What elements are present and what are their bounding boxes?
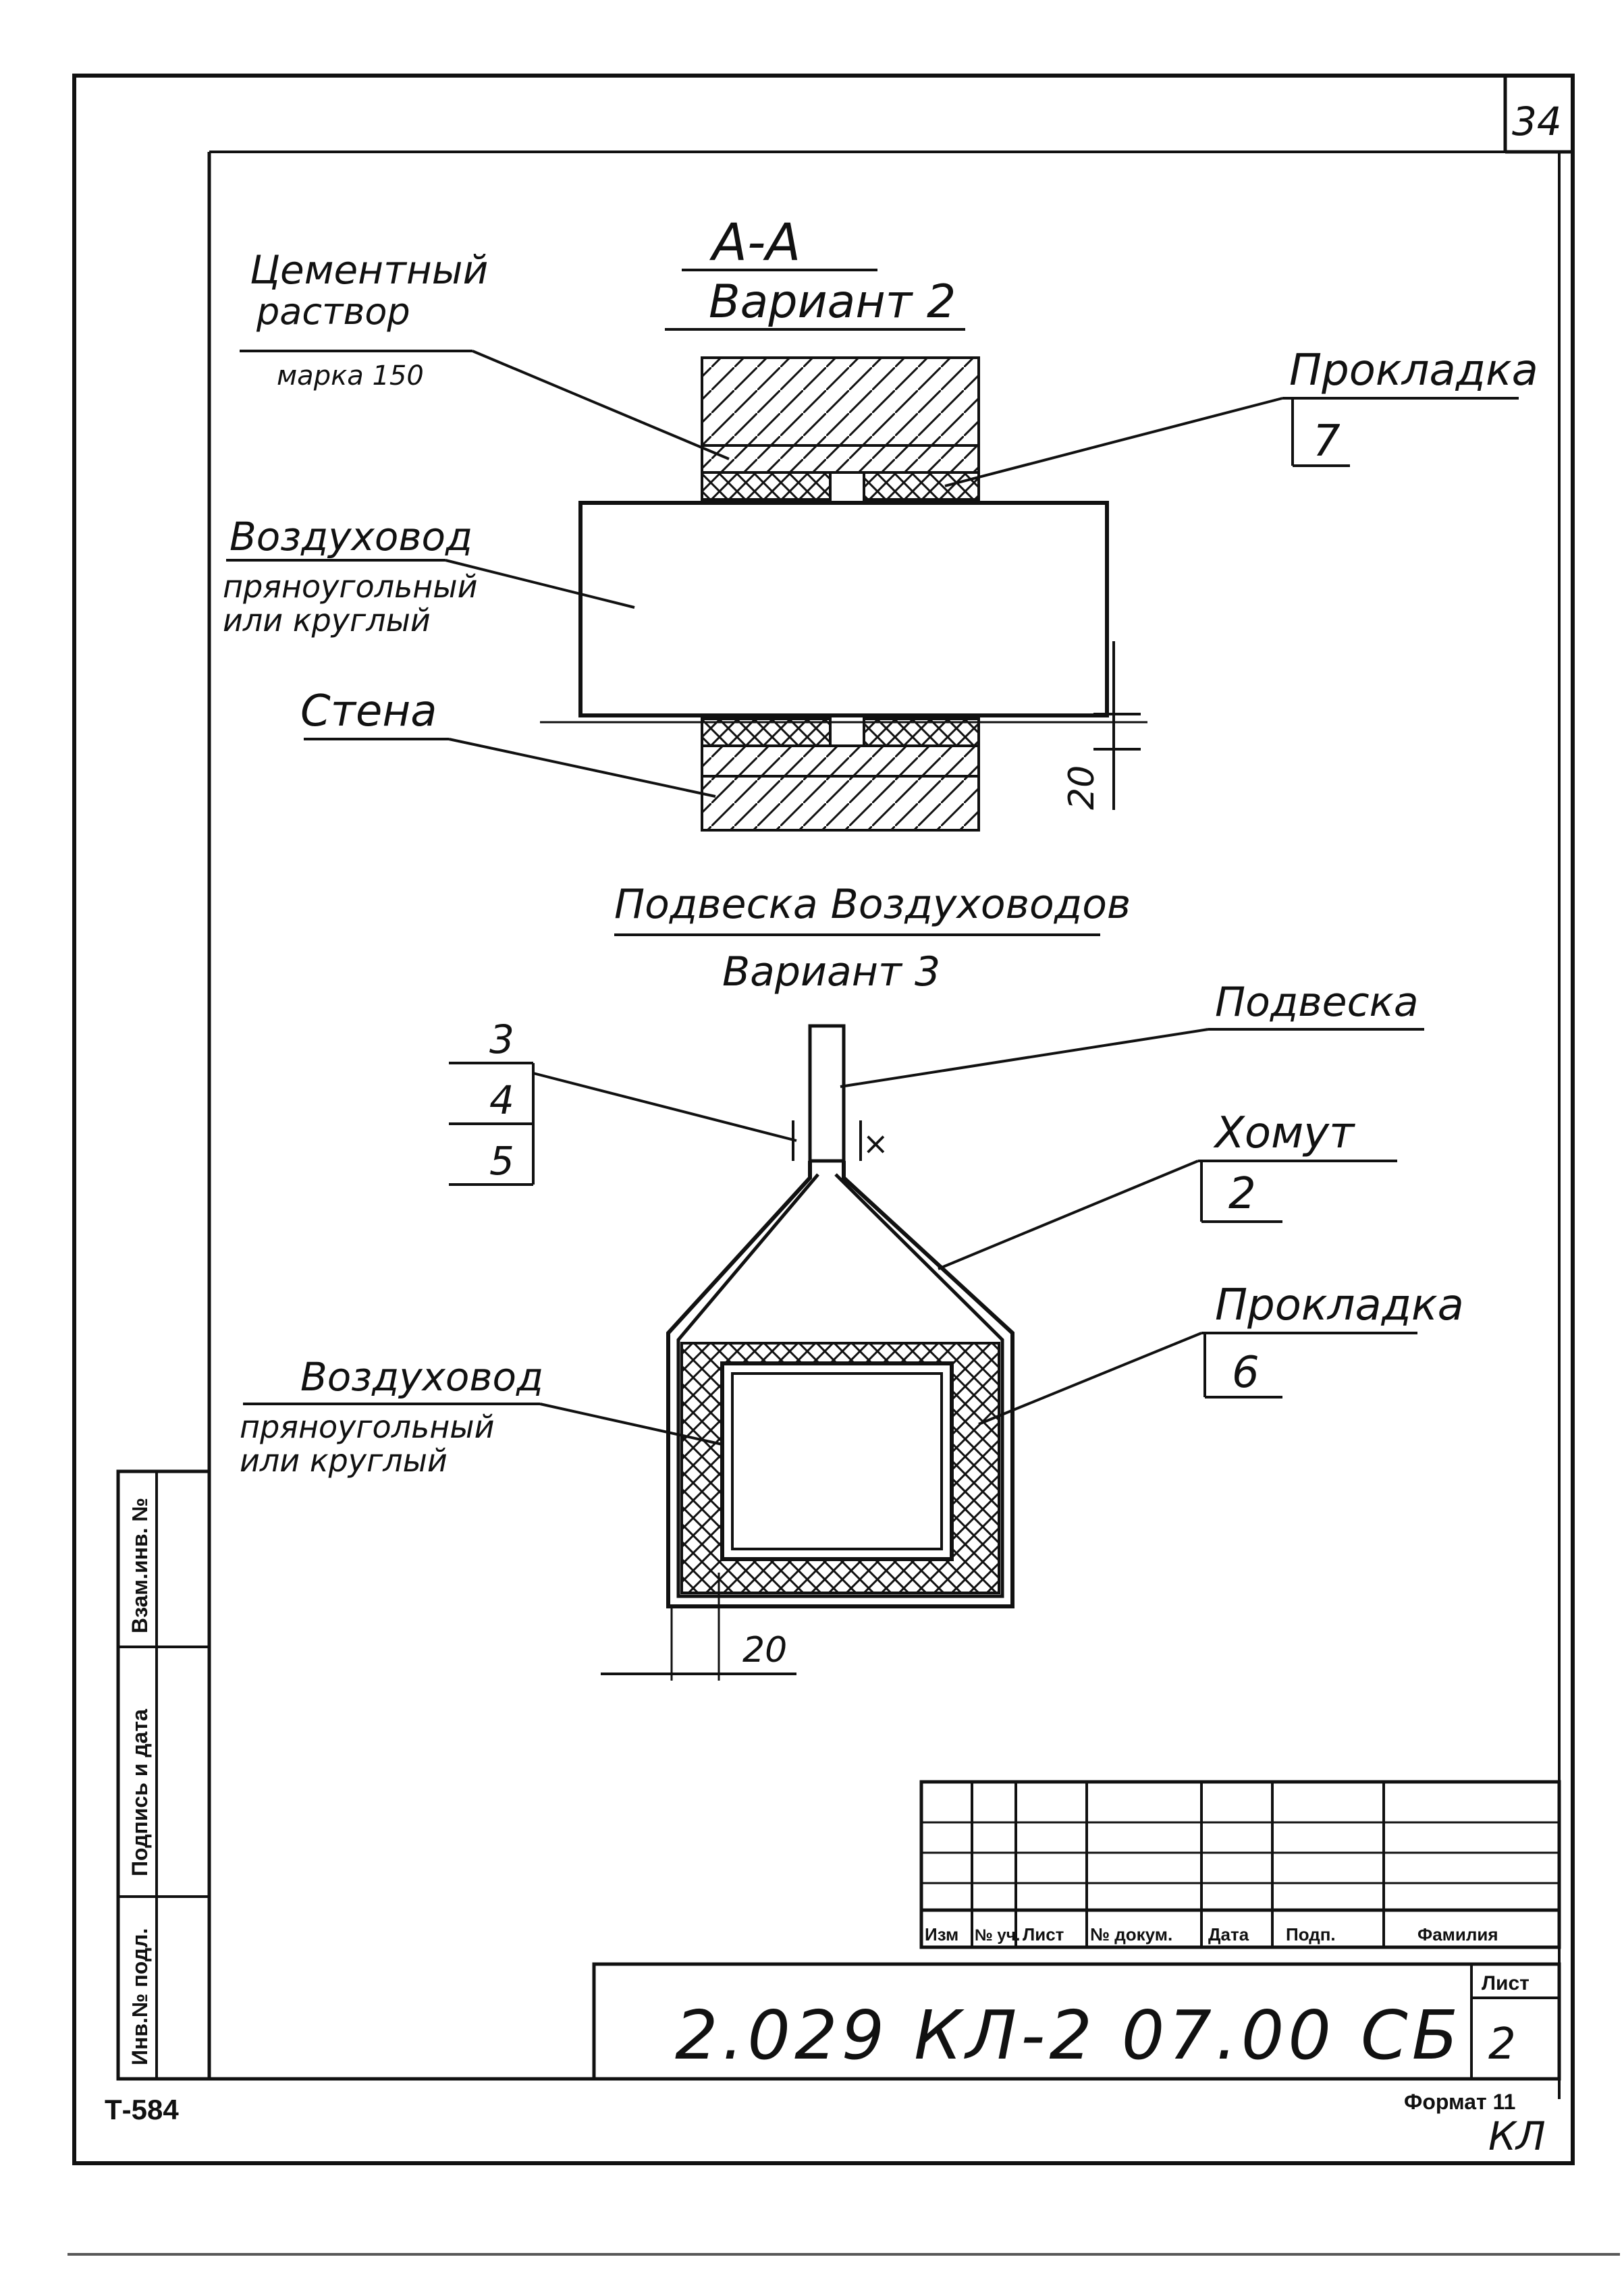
stamp-podpis: Подпись и дата: [128, 1709, 152, 1876]
label-cement-1: Цементный: [250, 247, 488, 293]
label-gasket-aa-pos: 7: [1313, 416, 1341, 466]
hanger-variant: Вариант 3: [722, 948, 940, 996]
stamp-vzam: Взам.инв. №: [128, 1498, 152, 1633]
clamp-outer: [666, 1161, 1014, 1608]
label-cement-2: раствор: [256, 290, 410, 333]
label-gasket-aa: Прокладка: [1289, 346, 1538, 396]
tb-doc-code: 2.029 КЛ-2 07.00 СБ: [675, 1996, 1462, 2075]
corner-mark: КЛ: [1488, 2113, 1546, 2159]
bottom-left-code: Т-584: [105, 2094, 179, 2125]
side-stamp: Инв.№ подл. Подпись и дата Взам.инв. №: [116, 1469, 211, 2081]
tb-header-list: Лист: [1023, 1924, 1064, 1945]
clamp-inner: [676, 1173, 1004, 1598]
label-gasket-hanger-pos: 6: [1232, 1348, 1260, 1398]
section-aa-variant: Вариант 2: [709, 275, 956, 329]
label-clamp-pos: 2: [1228, 1169, 1256, 1219]
wall-upper-hatch: [701, 356, 980, 447]
label-cement-3: марка 150: [277, 360, 424, 391]
hanger-duct-inner: [731, 1372, 943, 1550]
gasket-upper-left: [701, 471, 832, 501]
stamp-inv-podl: Инв.№ подл.: [128, 1928, 152, 2065]
pos-4: 4: [489, 1077, 514, 1123]
hanger-title: Подвеска Воздуховодов: [614, 881, 1131, 928]
label-duct-hanger-2: пряноугольный: [240, 1409, 495, 1445]
duct-rect: [578, 501, 1109, 717]
tb-sheet-label: Лист: [1482, 1972, 1530, 1994]
hanger-dim-20: 20: [742, 1630, 787, 1670]
gasket-upper-right: [863, 471, 980, 501]
label-duct-aa-2: пряноугольный: [223, 568, 478, 605]
bolt-cross-icon: ×: [863, 1125, 889, 1162]
gasket-lower-right: [863, 717, 980, 747]
label-duct-aa-1: Воздуховод: [229, 514, 472, 560]
section-aa-title: А-А: [709, 212, 801, 272]
tb-header-izm: Изм: [925, 1924, 958, 1945]
label-duct-hanger-1: Воздуховод: [300, 1354, 543, 1400]
mortar-upper: [701, 444, 980, 474]
pos-5: 5: [489, 1138, 514, 1184]
tb-header-podp: Подп.: [1286, 1924, 1336, 1945]
tb-header-nuch: № уч.: [975, 1926, 1020, 1945]
wall-lower-hatch: [701, 775, 980, 832]
label-gasket-hanger: Прокладка: [1215, 1280, 1464, 1330]
format-label: Формат 11: [1404, 2090, 1515, 2114]
label-clamp: Хомут: [1213, 1108, 1355, 1158]
mortar-lower: [701, 744, 980, 778]
tb-header-ndoc: № докум.: [1090, 1924, 1172, 1945]
label-duct-aa-3: или круглый: [223, 602, 431, 639]
hanger-rod: [808, 1024, 846, 1163]
tb-header-data: Дата: [1208, 1924, 1249, 1945]
section-aa: А-А Вариант 2 20 Цементный раствор марка…: [223, 212, 1538, 832]
section-aa-dim-20: 20: [1062, 765, 1102, 810]
hanger-detail: Подвеска Воздуховодов Вариант 3 × 20 Под…: [240, 881, 1464, 1681]
sheet-number-corner: 34: [1512, 99, 1562, 144]
pos-3: 3: [489, 1016, 514, 1062]
tb-header-familiya: Фамилия: [1417, 1924, 1498, 1945]
title-block: Изм № уч. Лист № докум. Дата Подп. Фамил…: [592, 1780, 1561, 2081]
tb-sheet-no: 2: [1488, 2019, 1516, 2069]
label-duct-hanger-3: или круглый: [240, 1442, 448, 1479]
label-wall: Стена: [300, 686, 437, 736]
label-hanger: Подвеска: [1215, 979, 1419, 1026]
gasket-lower-left: [701, 717, 832, 747]
